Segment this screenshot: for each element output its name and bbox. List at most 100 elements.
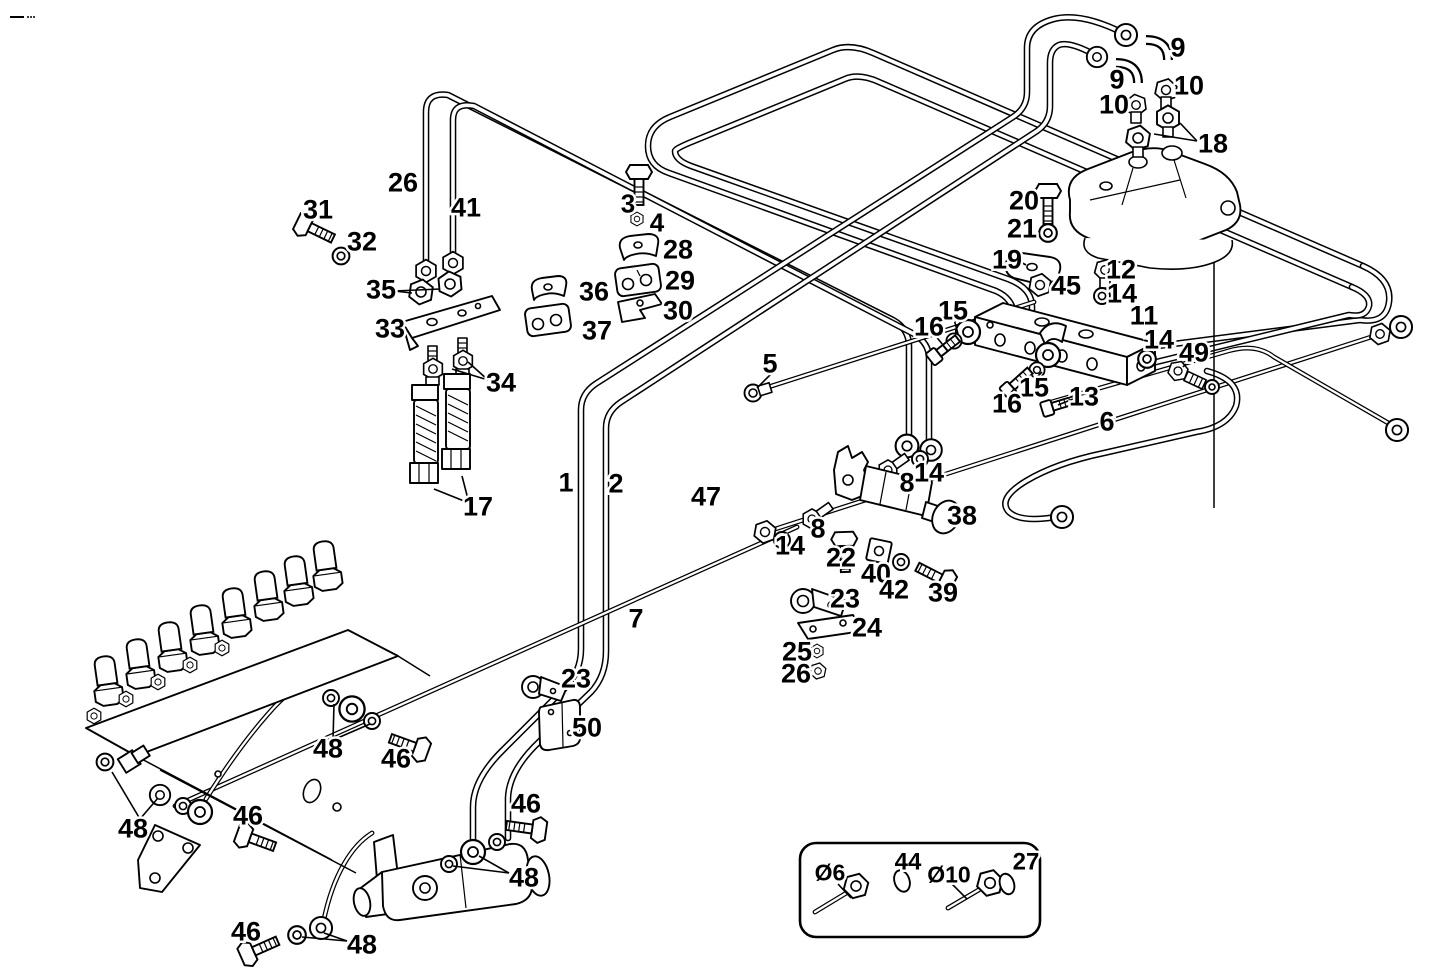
- part-label-48: 48: [313, 734, 343, 764]
- leader-line: [467, 361, 489, 381]
- leader-line: [1008, 388, 1015, 396]
- leader-line: [452, 865, 510, 874]
- clamp-36: [530, 275, 568, 301]
- banjo-eye-pipe7: [186, 798, 214, 826]
- leader-line: [1182, 358, 1191, 368]
- part-label-23: 23: [830, 584, 860, 614]
- washer-21: [1038, 223, 1058, 243]
- bracket-33: [401, 295, 501, 351]
- washer-48-gov-a: [440, 855, 458, 873]
- leader-line: [837, 883, 852, 899]
- banjo-eye-6-end: [1049, 504, 1075, 530]
- part-label-50: 50: [572, 713, 602, 743]
- fitting-cluster-left: [116, 744, 151, 774]
- part-label-8: 8: [810, 514, 825, 544]
- part-label-12: 12: [1106, 255, 1136, 285]
- part-label-38: 38: [947, 501, 977, 531]
- part-label-9: 9: [1109, 65, 1124, 95]
- part-label-41: 41: [451, 193, 481, 223]
- banjo-eye-filter-1: [1113, 22, 1139, 48]
- inset-ring-44: [893, 869, 911, 893]
- leader-line: [1179, 122, 1198, 142]
- governor-housing: [352, 834, 551, 922]
- part-label-15: 15: [1019, 373, 1049, 403]
- inset-box: [798, 841, 1042, 939]
- leader-line: [111, 771, 141, 820]
- part-label-9: 9: [1170, 33, 1185, 63]
- banjo-eye-47-end: [1388, 314, 1414, 340]
- leader-lines: [111, 122, 1198, 942]
- clamp-29: [614, 262, 662, 298]
- part-label-36: 36: [579, 277, 609, 307]
- part-label-1: 1: [558, 468, 573, 498]
- leader-line: [332, 723, 371, 741]
- part-label-46: 46: [231, 917, 261, 947]
- part-label-46: 46: [381, 744, 411, 774]
- banjo-eye-13-end: [1384, 417, 1410, 443]
- leader-line: [393, 288, 441, 292]
- part-label-46: 46: [511, 789, 541, 819]
- part-label-17: 17: [463, 492, 493, 522]
- leader-line: [951, 883, 968, 900]
- part-label-5: 5: [762, 349, 777, 379]
- part-label-26: 26: [781, 659, 811, 689]
- elbow-9-right: [1145, 35, 1173, 61]
- leader-line: [953, 318, 959, 335]
- part-label-15: 15: [938, 296, 968, 326]
- leader-line: [451, 368, 489, 381]
- part-label-10: 10: [1099, 90, 1129, 120]
- plate-24: [797, 614, 864, 640]
- leader-line: [301, 936, 348, 942]
- part-label-23: 23: [561, 664, 591, 694]
- leader-line: [323, 932, 348, 942]
- washer-42: [892, 553, 910, 571]
- part-label-32: 32: [347, 227, 377, 257]
- triangle-bracket: [137, 824, 201, 893]
- part-label-6: 6: [1099, 407, 1114, 437]
- part-label-25: 25: [782, 637, 812, 667]
- braided-hoses-17: [409, 373, 471, 484]
- banjo-eye-gov-a: [459, 838, 487, 866]
- leader-line: [332, 703, 335, 741]
- square-nut-40: [865, 537, 893, 565]
- banjo-eye-left-a: [148, 783, 172, 807]
- part-labels: 3132264135333417363728293034910910182021…: [115, 30, 1230, 962]
- bolt-5-head: [743, 381, 773, 403]
- part-label-13: 13: [1069, 382, 1099, 412]
- leader-line: [1034, 371, 1043, 380]
- inset-label-27: 27: [1013, 849, 1040, 876]
- clamp-37: [524, 302, 572, 338]
- washer-48-rail-a: [322, 689, 340, 707]
- washer-48-gov-b: [488, 833, 506, 851]
- clamp-28: [618, 233, 660, 261]
- part-label-48: 48: [118, 814, 148, 844]
- part-label-48: 48: [509, 863, 539, 893]
- fuel-filter-head: [1067, 145, 1242, 270]
- inset-label-44: 44: [895, 849, 922, 876]
- part-label-37: 37: [582, 316, 612, 346]
- leader-line: [139, 797, 159, 820]
- part-label-35: 35: [366, 275, 396, 305]
- leader-line: [433, 488, 470, 504]
- banjo-eye-rail: [338, 695, 366, 723]
- part-label-49: 49: [1179, 338, 1209, 368]
- part-label-40: 40: [861, 559, 891, 589]
- corner-marks: [10, 16, 35, 18]
- part-label-39: 39: [928, 578, 958, 608]
- washer-48-bottom: [287, 925, 307, 945]
- angle-bracket-50: [538, 698, 581, 752]
- part-label-10: 10: [1174, 71, 1204, 101]
- elbow-9-left: [1115, 58, 1143, 84]
- junction-block-11: [974, 302, 1156, 386]
- part-label-28: 28: [663, 235, 693, 265]
- leader-line: [756, 370, 775, 389]
- part-label-20: 20: [1009, 186, 1039, 216]
- part-label-48: 48: [347, 930, 377, 960]
- part-label-7: 7: [628, 604, 643, 634]
- fitting-8-a: [878, 452, 910, 481]
- leader-line: [1057, 398, 1074, 406]
- inset-ring-27: [998, 872, 1016, 896]
- leader-line: [933, 333, 949, 352]
- part-label-3: 3: [621, 188, 635, 218]
